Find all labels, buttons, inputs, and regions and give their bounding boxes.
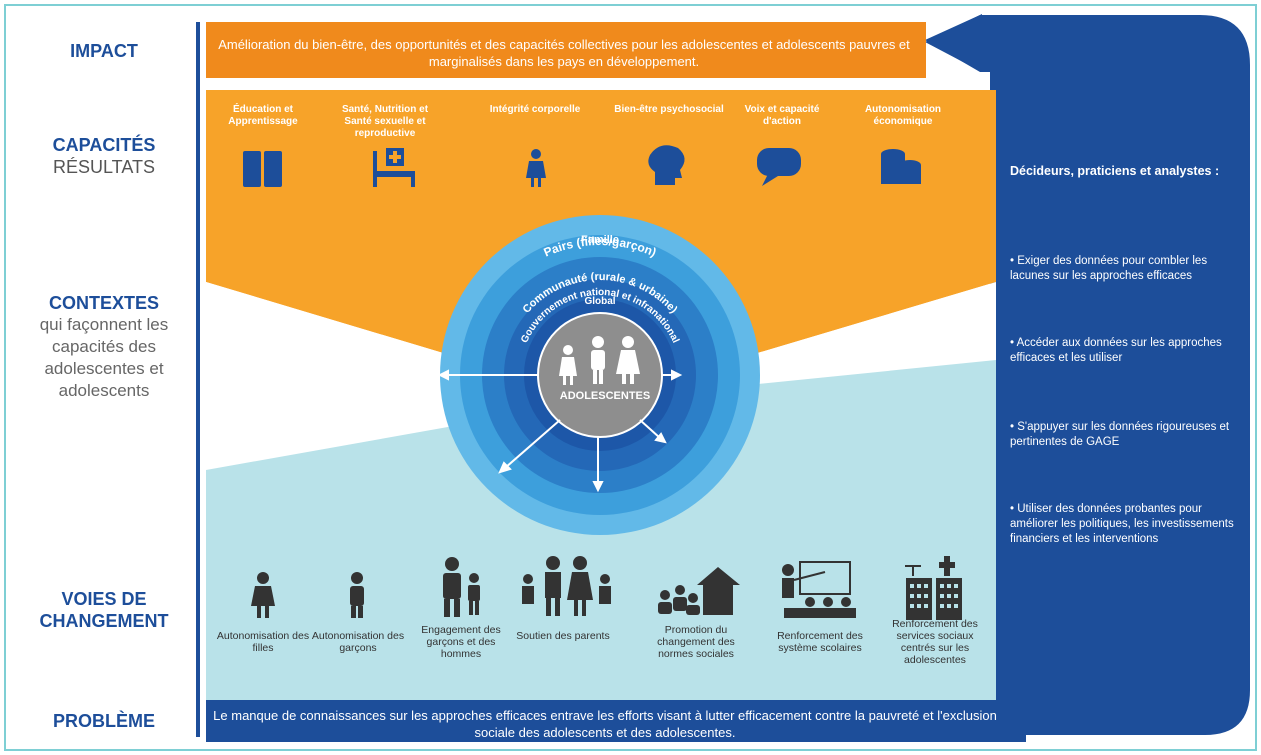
person-icon	[526, 149, 546, 187]
action-item: • Exiger des données pour combler les la…	[1010, 255, 1208, 282]
boy-icon	[350, 572, 364, 618]
head-mind-icon	[648, 145, 685, 185]
problem-text: Le manque de connaissances sur les appro…	[213, 708, 997, 740]
label-problem: PROBLÈME	[52, 711, 155, 731]
ring-label-family: Famille	[581, 234, 619, 246]
pathway-men-engagement: Engagement des garçons et des hommes	[421, 624, 501, 660]
man-boy-icon	[443, 557, 480, 617]
label-impact: IMPACT	[70, 41, 138, 61]
impact-banner	[206, 22, 926, 78]
capability-health: Santé, Nutrition et Santé sexuelle et re…	[341, 104, 429, 139]
label-capabilities: CAPACITÉS RÉSULTATS	[52, 135, 156, 177]
capability-icons	[243, 145, 921, 187]
pathway-social-services: Renforcement des services sociaux centré…	[892, 618, 978, 666]
pathway-boys: Autonomisation des garçons	[311, 630, 405, 654]
community-icon	[658, 567, 740, 615]
action-item: • Utiliser des données probantes pour am…	[1010, 503, 1234, 545]
capability-education: Éducation et Apprentissage	[228, 104, 298, 127]
hospital-bed-icon	[373, 148, 415, 187]
contexts-wedge-left	[206, 282, 600, 470]
girl-icon	[251, 572, 275, 618]
label-pathways: VOIES DE CHANGEMENT	[39, 589, 169, 631]
action-item: • Accéder aux données sur les approches …	[1010, 337, 1222, 364]
feedback-arrow	[925, 15, 1250, 735]
capability-psychosocial: Bien-être psychosocial	[614, 104, 724, 115]
panel-title: Décideurs, praticiens et analystes :	[1010, 164, 1220, 178]
adolescents-icon	[559, 336, 640, 385]
pathway-parents: Soutien des parents	[516, 630, 610, 642]
problem-banner	[206, 700, 1026, 742]
outer-frame	[4, 4, 1257, 751]
family-icon	[522, 556, 611, 616]
book-icon	[243, 151, 282, 187]
building-windows	[910, 584, 958, 608]
classroom-icon	[782, 561, 856, 618]
influence-arrows	[437, 369, 683, 493]
side-divider	[196, 22, 200, 737]
pathway-girls: Autonomisation des filles	[216, 630, 310, 654]
capability-voice: Voix et capacité d'action	[744, 104, 820, 127]
pathway-schools: Renforcement des système scolaires	[777, 630, 863, 654]
center-label: ADOLESCENTES	[559, 390, 651, 402]
pathway-icons	[251, 556, 962, 620]
capability-bodily-integrity: Intégrité corporelle	[489, 104, 581, 115]
action-item: • S'appuyer sur les données rigoureuses …	[1010, 421, 1230, 448]
label-contexts: CONTEXTES qui façonnent les capacités de…	[39, 293, 169, 400]
feedback-arrow-head	[925, 14, 982, 72]
impact-text: Amélioration du bien-être, des opportuni…	[218, 37, 910, 69]
speech-bubble-icon	[757, 148, 801, 186]
coins-icon	[881, 149, 921, 184]
ring-label-global: Global	[584, 296, 615, 307]
capability-economic: Autonomisation économique	[864, 104, 942, 127]
pathway-social-norms: Promotion du changement des normes socia…	[657, 624, 735, 660]
